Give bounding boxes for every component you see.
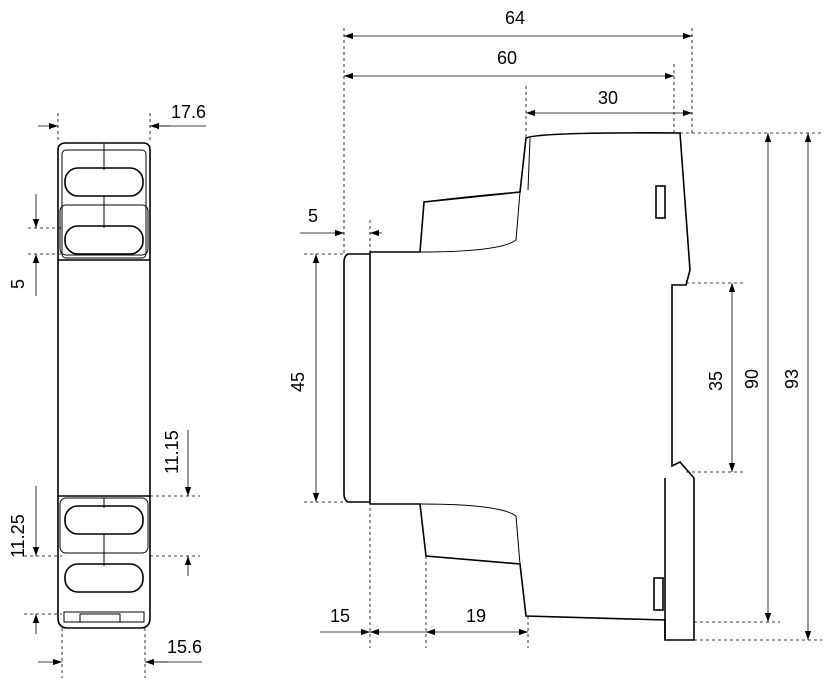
dim-11-15: 11.15 bbox=[162, 430, 182, 474]
side-front-cover bbox=[343, 253, 370, 503]
side-main-body bbox=[370, 132, 695, 641]
dim-15: 15 bbox=[330, 606, 350, 626]
side-view: 64 60 30 5 45 15 19 35 bbox=[288, 8, 822, 648]
terminal-slot bbox=[64, 505, 144, 535]
side-upper-step bbox=[419, 191, 521, 253]
dim-64: 64 bbox=[505, 8, 525, 28]
front-body-outline bbox=[57, 142, 151, 629]
terminal-slot bbox=[64, 563, 144, 593]
dim-60: 60 bbox=[497, 48, 517, 68]
dim-5-side: 5 bbox=[308, 206, 318, 226]
dim-17-6: 17.6 bbox=[171, 102, 206, 122]
terminal-slot bbox=[64, 167, 144, 197]
side-slot-lower bbox=[653, 577, 664, 611]
dim-15-6: 15.6 bbox=[167, 637, 202, 657]
front-view: 17.6 15.6 5 11.15 11.25 bbox=[8, 102, 206, 678]
dim-11-25: 11.25 bbox=[8, 514, 28, 558]
dim-93: 93 bbox=[782, 369, 802, 389]
dim-19: 19 bbox=[466, 606, 486, 626]
side-lower-step bbox=[419, 503, 521, 565]
front-din-clip-inner bbox=[79, 613, 121, 623]
dim-35: 35 bbox=[706, 371, 726, 391]
dim-5-front: 5 bbox=[8, 279, 28, 289]
dim-45: 45 bbox=[288, 372, 308, 392]
dim-90: 90 bbox=[742, 369, 762, 389]
terminal-slot bbox=[64, 225, 144, 255]
side-slot-upper bbox=[655, 185, 666, 219]
dim-30: 30 bbox=[598, 88, 618, 108]
